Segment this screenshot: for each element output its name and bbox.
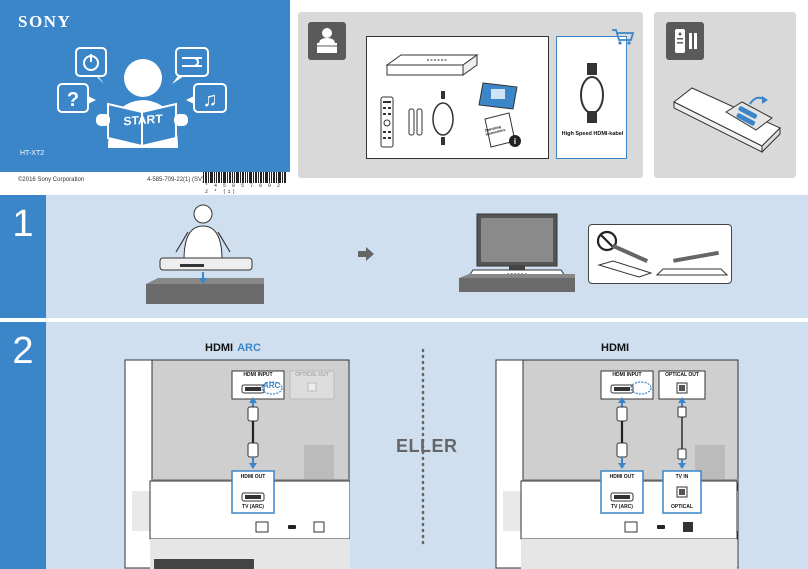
- battery-insert-panel: [654, 12, 796, 178]
- soundbase-icon: [385, 54, 479, 76]
- start-illustration: ? ♫: [57, 47, 227, 148]
- help-bubble-icon: ?: [57, 83, 96, 113]
- copyright-text: ©2016 Sony Corporation: [18, 177, 85, 183]
- step-1-number: 1: [0, 195, 46, 318]
- remote-control-icon: [380, 96, 394, 148]
- music-bubble-icon: ♫: [186, 83, 227, 113]
- connection-bubble-icon: [172, 47, 209, 84]
- barcode-text: * 4 5 8 5 7 0 9 2 2 * (1): [205, 183, 282, 195]
- reading-person-icon: [96, 59, 188, 148]
- box-contents-panel: i Operating Instructions High Speed HDMI…: [298, 12, 643, 178]
- hdmi-cable-box: High Speed HDMI-kabel: [556, 36, 627, 159]
- hdmi-cable-label: High Speed HDMI-kabel: [561, 131, 624, 137]
- left-tv-optical-out-label: OPTICAL OUT: [295, 372, 329, 378]
- power-bubble-icon: [75, 47, 107, 84]
- included-items-illustration: i: [380, 54, 521, 148]
- remote-batteries-icon: [675, 29, 697, 53]
- shopping-cart-icon: [612, 29, 635, 45]
- right-device-tv-in-label: TV IN: [675, 474, 689, 480]
- tv-on-soundbase-illustration: [459, 213, 575, 292]
- left-heading-arc: ARC: [237, 342, 261, 354]
- manuals-icon: i: [478, 82, 521, 148]
- placement-warning-box: [588, 224, 732, 284]
- step-2-number: 2: [0, 322, 46, 569]
- batteries-icon: [408, 108, 423, 136]
- remote-battery-illustration: [673, 87, 781, 154]
- right-device-tv-arc-label: TV (ARC): [611, 504, 633, 510]
- left-device-hdmi-out-label: HDMI OUT: [240, 474, 266, 480]
- or-label: ELLER: [396, 436, 458, 456]
- cover-footer: ©2016 Sony Corporation 4-585-709-22(1) (…: [0, 172, 290, 195]
- part-number: 4-585-709-22(1) (SV): [147, 177, 205, 183]
- remote-badge: [666, 22, 704, 60]
- hdmi-cable-icon: [580, 63, 604, 123]
- svg-text:?: ?: [67, 89, 79, 111]
- included-items-box: i Operating Instructions: [366, 36, 549, 159]
- unpack-box-icon: [317, 28, 337, 53]
- right-device-optical-label: OPTICAL: [671, 504, 693, 510]
- left-device-tv-arc-label: TV (ARC): [242, 504, 264, 510]
- cover-panel: SONY ? ♫: [0, 0, 290, 190]
- arc-port-label: ARC: [263, 381, 281, 390]
- left-tv-hdmi-input-label: HDMI INPUT: [243, 372, 273, 378]
- svg-text:i: i: [514, 137, 516, 146]
- right-connection-heading: HDMI: [601, 342, 630, 354]
- next-arrow-icon: [358, 247, 374, 261]
- model-number: HT-XT2: [20, 150, 45, 157]
- brand-logo: SONY: [18, 12, 72, 31]
- svg-text:♫: ♫: [203, 89, 218, 111]
- barcode-icon: [203, 172, 286, 183]
- hdmi-arc-connection-diagram: [124, 359, 350, 569]
- optical-cable-icon: [432, 91, 454, 145]
- hdmi-optical-connection-diagram: [495, 359, 739, 569]
- unpack-badge: [308, 22, 346, 60]
- right-tv-optical-out-label: OPTICAL OUT: [665, 372, 699, 378]
- no-tilted-placement-illustration: [596, 230, 729, 278]
- person-lifting-soundbase-illustration: [146, 204, 264, 304]
- right-tv-hdmi-input-label: HDMI INPUT: [612, 372, 642, 378]
- left-heading-hdmi: HDMI: [205, 342, 234, 354]
- right-device-hdmi-out-label: HDMI OUT: [609, 474, 635, 480]
